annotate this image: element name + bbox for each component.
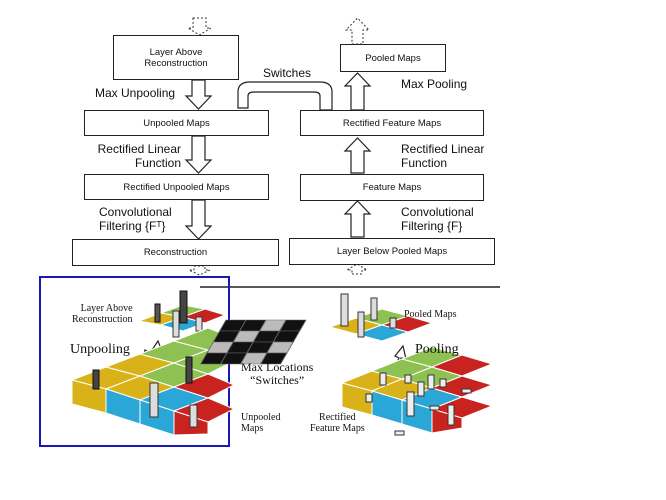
mini-bar <box>447 404 455 426</box>
mini-bar <box>461 388 472 394</box>
label-rectified-linear-left: Rectified Linear Function <box>97 142 181 170</box>
bar-light <box>389 317 397 329</box>
label-switches: Switches <box>263 66 312 80</box>
box-layer-above-reconstruction: Layer Above Reconstruction <box>113 35 239 80</box>
dashed-arrow-bottom-left <box>188 265 211 276</box>
dashed-arrow-top-left <box>186 17 213 36</box>
mini-bar <box>427 374 435 390</box>
bar-light <box>149 382 159 418</box>
label-rectified-feature-maps: Rectified Feature Maps <box>310 412 365 434</box>
arrow-relu-left-down <box>184 135 213 174</box>
bar-dark <box>179 290 188 324</box>
label-layer-above-reconstruction: Layer Above Reconstruction <box>72 303 133 325</box>
box-pooled-maps: Pooled Maps <box>340 44 446 72</box>
mini-bar <box>439 378 447 388</box>
bar-dark <box>92 369 100 390</box>
bar-light <box>340 293 349 327</box>
box-layer-below-pooled-maps: Layer Below Pooled Maps <box>289 238 495 265</box>
arrow-pool-up <box>343 72 372 111</box>
box-rectified-unpooled-maps: Rectified Unpooled Maps <box>84 174 269 200</box>
label-pooled-maps: Pooled Maps <box>404 309 457 320</box>
mini-bar <box>394 430 405 436</box>
bar-light <box>189 404 198 428</box>
switches-grid <box>199 319 307 365</box>
bar-light <box>370 297 378 321</box>
label-unpooling: Unpooling <box>70 342 130 357</box>
mini-bar <box>404 374 412 384</box>
label-convolutional-left: Convolutional Filtering {Fᵀ} <box>99 205 172 233</box>
box-rectified-feature-maps: Rectified Feature Maps <box>300 110 484 136</box>
arrow-conv-right-up <box>343 200 372 238</box>
box-unpooled-maps: Unpooled Maps <box>84 110 269 136</box>
mini-bar <box>379 372 387 386</box>
mini-bar <box>365 393 373 403</box>
arrow-unpool-down <box>184 79 213 110</box>
box-feature-maps: Feature Maps <box>300 174 484 201</box>
bar-dark <box>185 356 193 384</box>
bar-light <box>357 311 365 338</box>
label-convolutional-right: Convolutional Filtering {F} <box>401 205 474 233</box>
bar-dark <box>154 303 161 323</box>
dashed-arrow-bottom-right <box>345 263 369 275</box>
label-pooling: Pooling <box>415 342 459 357</box>
box-reconstruction: Reconstruction <box>72 239 279 266</box>
label-max-locations-switches: Max Locations “Switches” <box>241 360 314 387</box>
bar-light <box>195 316 203 332</box>
label-unpooled-maps: Unpooled Maps <box>241 412 281 434</box>
dashed-arrow-top-right <box>344 17 371 45</box>
arrow-relu-right-up <box>343 137 372 174</box>
mini-bar <box>417 381 425 397</box>
bar-light <box>172 310 180 338</box>
label-rectified-linear-right: Rectified Linear Function <box>401 142 485 170</box>
mini-bar <box>429 405 440 411</box>
label-max-pooling: Max Pooling <box>401 77 468 91</box>
arrow-conv-left-down <box>184 199 213 240</box>
mini-bar <box>406 391 415 417</box>
label-max-unpooling: Max Unpooling <box>95 86 176 100</box>
big-grid-right <box>340 346 494 434</box>
small-grid-right <box>328 308 434 342</box>
